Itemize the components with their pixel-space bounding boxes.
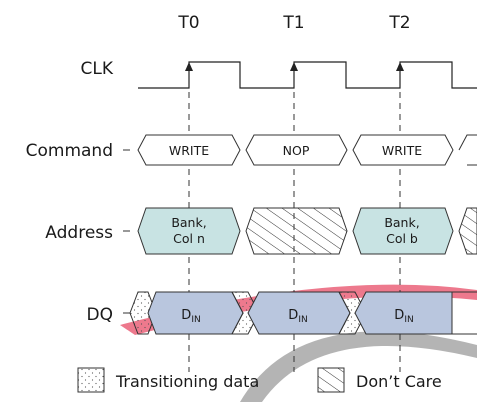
- legend-dont-care-label: Don’t Care: [356, 372, 442, 391]
- address-bus: [123, 207, 477, 255]
- dq-value-1: DIN: [181, 308, 200, 325]
- clock-edge-label-t0: T0: [177, 13, 199, 33]
- address-value-2-line2: Col b: [386, 231, 418, 246]
- address-value-2-line1: Bank,: [384, 215, 419, 230]
- signal-label-clk: CLK: [81, 59, 114, 79]
- dq-value-2: DIN: [288, 308, 307, 325]
- dq-cell-3: [354, 291, 453, 335]
- dq-cell-1: [147, 291, 244, 335]
- address-cell-bank-col-b: [352, 207, 454, 255]
- legend-transitioning-label: Transitioning data: [115, 372, 259, 391]
- address-value-1-line1: Bank,: [171, 215, 206, 230]
- dq-cell-2: [247, 291, 351, 335]
- address-value-1-line2: Col n: [173, 231, 205, 246]
- command-cell-nop: [245, 134, 348, 166]
- dq-transition-3: [338, 291, 367, 335]
- clock-edge-label-t1: T1: [282, 13, 304, 33]
- signal-label-command: Command: [26, 141, 113, 161]
- dq-value-3: DIN: [394, 308, 413, 325]
- dq-bus: [123, 291, 477, 335]
- command-cell-write-1: [137, 134, 241, 166]
- legend-transitioning-swatch: [77, 367, 105, 393]
- clk-waveform: [138, 61, 477, 89]
- address-cell-bank-col-n: [137, 207, 241, 255]
- clock-edge-label-t2: T2: [388, 13, 410, 33]
- arrow-t2-icon: [396, 62, 404, 71]
- signal-label-address: Address: [45, 223, 113, 243]
- command-value-2: NOP: [283, 143, 310, 158]
- address-cell-dont-care: [245, 207, 348, 255]
- command-value-3: WRITE: [382, 143, 422, 158]
- signal-label-dq: DQ: [87, 305, 113, 325]
- command-bus: [123, 134, 477, 166]
- legend: Transitioning data Don’t Care: [77, 367, 442, 393]
- legend-dont-care-swatch: [317, 367, 345, 393]
- arrow-t0-icon: [185, 62, 193, 71]
- clk-edge-arrows: [185, 62, 404, 71]
- arrow-t1-icon: [290, 62, 298, 71]
- command-value-1: WRITE: [169, 143, 209, 158]
- dq-transition-2: [231, 291, 260, 335]
- command-cell-write-2: [352, 134, 454, 166]
